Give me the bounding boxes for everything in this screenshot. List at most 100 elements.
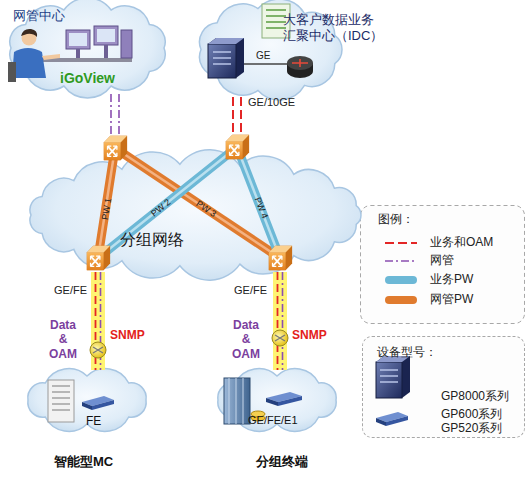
building-illustration (251, 415, 265, 421)
legend-text: 网管 (430, 253, 454, 267)
operator-illustration (21, 29, 37, 37)
data-center-illustration (208, 44, 236, 78)
data-center-illustration (266, 10, 286, 28)
pseudowire-bar (237, 147, 280, 258)
network-title: 分组网络 (120, 230, 184, 249)
legend-frame (361, 206, 525, 324)
legend-sample (384, 294, 418, 306)
operator-illustration (12, 48, 46, 78)
operator-illustration (76, 49, 80, 58)
converter-icon (90, 342, 106, 358)
cloud-outline (10, 0, 165, 98)
operator-illustration (97, 29, 115, 42)
legend-line (385, 242, 417, 244)
converter-icon (275, 335, 285, 341)
customer-cloud: FE智能型MC (22, 370, 152, 430)
model-icon (376, 356, 410, 398)
operator-illustration (66, 30, 90, 49)
connector-layer (96, 94, 283, 370)
data-center-illustration (213, 52, 231, 64)
building-illustration (224, 378, 250, 424)
cloud-outline (218, 369, 336, 432)
cloud-outline (30, 150, 361, 280)
building-illustration (229, 378, 243, 424)
operator-illustration (42, 54, 60, 60)
link-label: GE/10GE (248, 96, 295, 109)
link-connector (278, 272, 283, 370)
pw-label: PW 1 (100, 197, 114, 220)
operator-illustration (104, 45, 108, 58)
operator-illustration (8, 62, 16, 82)
pseudowire-bar (115, 148, 280, 258)
model-title: 设备型号： (377, 345, 437, 359)
link-line (273, 272, 287, 370)
protocol-label: SNMP (110, 328, 145, 342)
operator-illustration (121, 30, 132, 58)
terminal-device (266, 398, 278, 406)
legend-row: 网管 (360, 253, 525, 269)
legend-row: 业务和OAM (360, 235, 525, 251)
link-line (277, 272, 279, 370)
model-icon (376, 418, 386, 426)
port-label: GE (256, 50, 270, 62)
site-title: 分组终端 (256, 454, 308, 470)
router-icon (104, 136, 127, 160)
model-icon (376, 356, 410, 426)
terminal-device (82, 402, 92, 410)
legend-text: 业务和OAM (430, 235, 493, 249)
data-center-illustration (292, 59, 308, 67)
operator-illustration (8, 26, 132, 82)
data-center-illustration (240, 63, 288, 64)
pseudowire-bar (98, 147, 237, 258)
legend-swatch (385, 296, 417, 304)
router-icon (226, 135, 249, 159)
software-name: iGoView (60, 70, 115, 87)
legend-text: 网管PW (430, 292, 473, 306)
terminal-device (92, 400, 114, 410)
legend-sample (384, 255, 418, 267)
pw-label: PW 3 (194, 198, 218, 219)
converter-icon (93, 347, 103, 353)
legend-row: 网管PW (360, 292, 525, 308)
pseudowire-bar (98, 147, 280, 258)
pw-label: PW 2 (149, 197, 173, 219)
pw-label: PW 4 (252, 196, 270, 220)
link-line (91, 272, 105, 370)
data-center-illustration (262, 4, 290, 38)
legend-sample (384, 274, 418, 286)
data-center-illustration (287, 56, 313, 70)
building-illustration (52, 386, 70, 410)
router-icon (269, 246, 292, 270)
model-icon (376, 356, 410, 362)
legend-title: 图例： (378, 212, 414, 226)
pseudowire-bar (98, 148, 115, 258)
protocol-label: SNMP (292, 328, 327, 342)
data-center-illustration (208, 4, 313, 78)
link-label: GE/FE (54, 284, 87, 297)
model-name: GP8000系列 (441, 389, 509, 403)
region-title: 大客户数据业务 汇聚中心（IDC） (283, 12, 387, 43)
traffic-label: Data & OAM (45, 318, 81, 361)
pseudowire-bar (115, 148, 280, 258)
pseudowire-bar (98, 148, 115, 258)
model-icon (386, 416, 408, 426)
router-icon (87, 246, 110, 270)
link-label: GE/FE (234, 284, 267, 297)
model-icon (376, 362, 402, 398)
legend-line (385, 260, 417, 262)
pseudowire-bar (98, 147, 237, 258)
building-illustration (251, 411, 265, 417)
terminal-device (278, 396, 302, 406)
operator-illustration (94, 26, 118, 45)
legend-text: 业务PW (430, 272, 473, 286)
port-label: FE (86, 414, 101, 428)
legend-sample (384, 237, 418, 249)
traffic-label: Data & OAM (228, 318, 264, 361)
terminal-device (82, 392, 302, 410)
link-line (282, 272, 284, 370)
legend-row: 业务PW (360, 272, 525, 288)
site-title: 智能型MC (54, 454, 113, 470)
converter-icon (272, 330, 288, 346)
cloud-outline (28, 369, 146, 432)
